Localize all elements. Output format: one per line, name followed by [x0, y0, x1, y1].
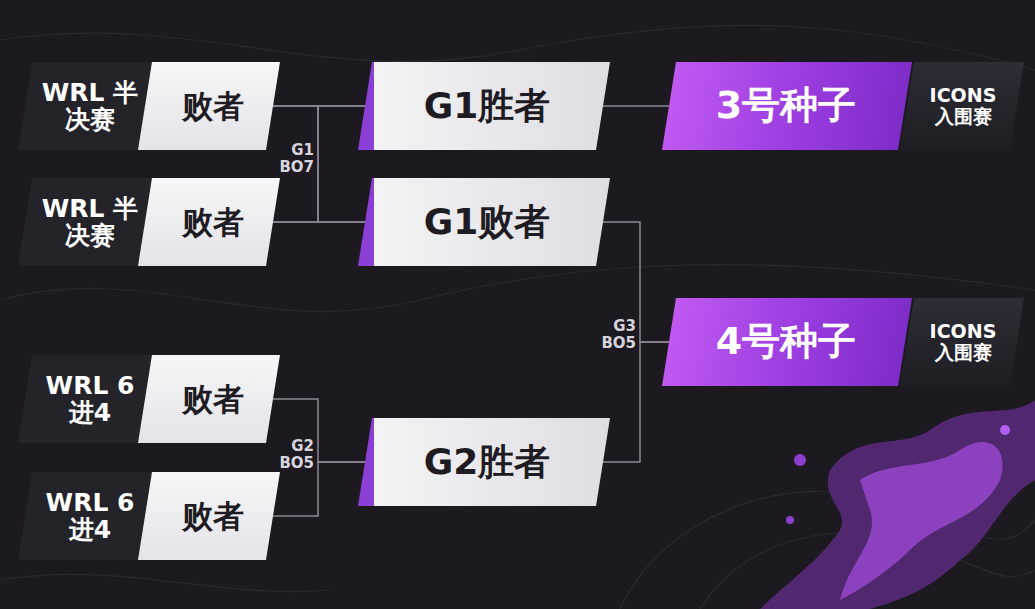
bracket-line	[603, 105, 669, 107]
round-name: WRL 半决赛	[34, 195, 146, 250]
purple-splash	[760, 400, 1035, 609]
event-name: ICONS 入围赛	[922, 85, 1004, 127]
event-tag: ICONS 入围赛	[900, 298, 1024, 386]
splash-drop	[794, 454, 806, 466]
result-tag: 败者	[138, 178, 280, 266]
loser-source-box: WRL 半决赛 败者	[18, 62, 280, 150]
loser-source-box: WRL 半决赛 败者	[18, 178, 280, 266]
round-name: WRL 6进4	[34, 372, 146, 427]
bracket-line	[273, 221, 365, 223]
result-tag: 败者	[138, 355, 280, 443]
seed-text: 3号种子	[716, 85, 856, 127]
match-result-text: G1胜者	[424, 86, 551, 126]
match-result-text: G2胜者	[424, 442, 551, 482]
event-tag: ICONS 入围赛	[900, 62, 1024, 150]
bracket-line	[273, 106, 365, 222]
match-format-label: G1 BO7	[272, 142, 314, 177]
seed-box: 4号种子 ICONS 入围赛	[662, 298, 1024, 386]
match-result-box: G1败者	[358, 178, 610, 266]
loser-source-box: WRL 6进4 败者	[18, 472, 280, 560]
seed-shape: 3号种子	[662, 62, 912, 150]
match-format-label: G2 BO5	[272, 438, 314, 473]
match-format-label: G3 BO5	[594, 318, 636, 353]
bracket-line	[273, 106, 365, 222]
seed-text: 4号种子	[716, 321, 856, 363]
seed-box: 3号种子 ICONS 入围赛	[662, 62, 1024, 150]
match-result-box: G2胜者	[358, 418, 610, 506]
result-text: 败者	[182, 89, 244, 123]
loser-source-box: WRL 6进4 败者	[18, 355, 280, 443]
splash-drop	[786, 516, 794, 524]
result-text: 败者	[182, 382, 244, 416]
bracket-line	[603, 222, 669, 342]
match-result-text: G1败者	[424, 202, 551, 242]
splash-drop	[1000, 425, 1010, 435]
contour	[0, 574, 330, 591]
topographic-lines	[0, 25, 1035, 609]
splash-highlight	[840, 442, 1003, 600]
match-result-box: G1胜者	[358, 62, 610, 150]
result-tag: 败者	[138, 62, 280, 150]
bracket-line	[603, 342, 669, 462]
round-name: WRL 半决赛	[34, 79, 146, 134]
result-tag: 败者	[138, 472, 280, 560]
match-result-shape: G1败者	[358, 178, 610, 266]
match-result-shape: G1胜者	[358, 62, 610, 150]
seed-shape: 4号种子	[662, 298, 912, 386]
splash-body	[760, 400, 1035, 609]
result-text: 败者	[182, 205, 244, 239]
match-result-shape: G2胜者	[358, 418, 610, 506]
result-text: 败者	[182, 499, 244, 533]
round-name: WRL 6进4	[34, 489, 146, 544]
bracket-line	[273, 399, 365, 462]
event-name: ICONS 入围赛	[922, 321, 1004, 363]
